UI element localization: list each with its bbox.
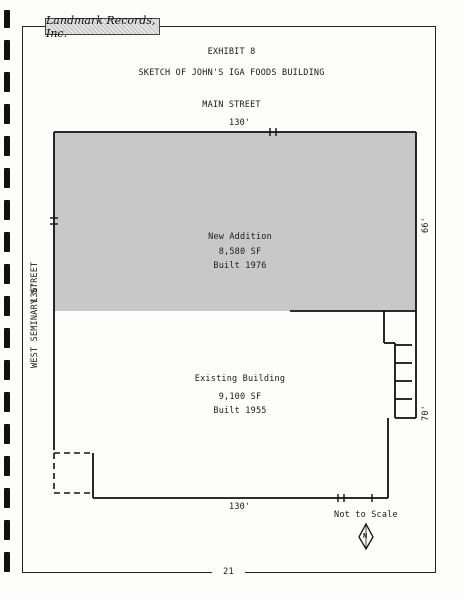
dashed-corner xyxy=(53,452,93,494)
new-addition-name: New Addition xyxy=(208,232,272,242)
binder-hole xyxy=(4,456,10,476)
new-addition-area xyxy=(54,132,416,311)
page-number: 21 xyxy=(223,567,234,577)
frame-right xyxy=(435,26,436,572)
north-label: N xyxy=(363,532,368,540)
west-street-label: WEST SEMINARY STREET xyxy=(30,261,40,368)
binder-hole xyxy=(4,296,10,316)
binder-hole xyxy=(4,40,10,60)
diagram-title: SKETCH OF JOHN'S IGA FOODS BUILDING xyxy=(138,68,325,78)
existing-building-built: Built 1955 xyxy=(213,406,267,416)
binder-hole xyxy=(4,520,10,540)
binder-hole xyxy=(4,264,10,284)
frame-top-right xyxy=(160,26,436,27)
main-street-label: MAIN STREET xyxy=(202,100,261,110)
binder-hole xyxy=(4,424,10,444)
binder-hole xyxy=(4,552,10,572)
binder-hole xyxy=(4,488,10,508)
bottom-dimension: 130' xyxy=(229,502,251,512)
frame-bottom-left xyxy=(22,572,212,573)
new-addition-area-label: 8,580 SF xyxy=(218,247,262,257)
right-upper-dimension: 66' xyxy=(421,217,431,233)
company-logo: Landmark Records, Inc. xyxy=(45,14,160,40)
exhibit-label: EXHIBIT 8 xyxy=(207,47,256,57)
binder-hole xyxy=(4,200,10,220)
binder-hole xyxy=(4,104,10,124)
binder-hole xyxy=(4,392,10,412)
frame-bottom-right xyxy=(245,572,436,573)
binder-hole xyxy=(4,168,10,188)
binder-hole xyxy=(4,136,10,156)
binder-hole xyxy=(4,232,10,252)
frame-left xyxy=(22,26,23,572)
binder-hole xyxy=(4,360,10,380)
north-arrow-icon xyxy=(358,522,374,551)
scale-note: Not to Scale xyxy=(334,510,398,520)
binder-hole xyxy=(4,10,10,28)
new-addition-built: Built 1976 xyxy=(213,261,267,271)
binder-hole xyxy=(4,72,10,92)
binder-hole xyxy=(4,328,10,348)
frame-top-left xyxy=(22,26,45,27)
building-outline xyxy=(53,131,417,499)
top-dimension: 130' xyxy=(229,118,251,128)
existing-building-area: 9,100 SF xyxy=(218,392,262,402)
dimension-ticks xyxy=(50,128,373,502)
existing-building-name: Existing Building xyxy=(194,374,286,384)
right-lower-dimension: 70' xyxy=(421,405,431,421)
